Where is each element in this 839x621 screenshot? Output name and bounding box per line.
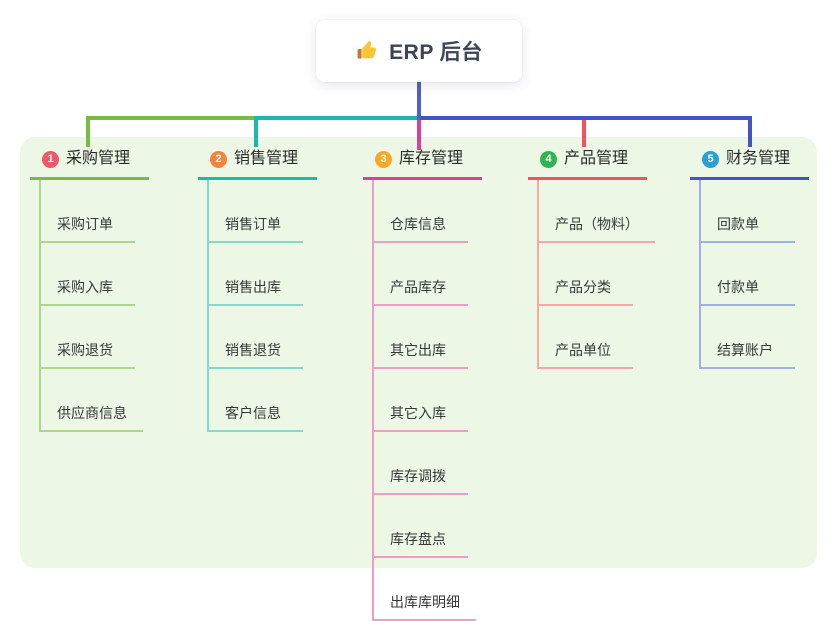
child-node[interactable]: 采购入库 [39, 243, 135, 306]
child-node[interactable]: 其它入库 [372, 369, 468, 432]
child-node[interactable]: 付款单 [699, 243, 795, 306]
branch-children: 产品（物料） 产品分类 产品单位 [537, 180, 655, 369]
branch-node-inventory[interactable]: 3 库存管理 [363, 147, 483, 180]
branch-children: 采购订单 采购入库 采购退货 供应商信息 [39, 180, 143, 432]
child-node[interactable]: 客户信息 [207, 369, 303, 432]
branch-node-sales[interactable]: 2 销售管理 [198, 147, 318, 180]
child-node[interactable]: 产品（物料） [537, 180, 655, 243]
branch-label: 采购管理 [66, 150, 131, 167]
branch-label: 产品管理 [564, 150, 629, 167]
mindmap-panel [20, 137, 817, 568]
root-node-label: ERP 后台 [389, 41, 483, 64]
branch-number-badge: 4 [540, 150, 557, 168]
branch-number-badge: 2 [210, 150, 227, 168]
child-node[interactable]: 产品单位 [537, 306, 633, 369]
branch-1-purchase: 1 采购管理 采购订单 采购入库 采购退货 供应商信息 [30, 147, 150, 432]
child-node[interactable]: 结算账户 [699, 306, 795, 369]
child-node[interactable]: 采购退货 [39, 306, 135, 369]
child-node[interactable]: 回款单 [699, 180, 795, 243]
thumbs-up-icon [357, 41, 377, 59]
branch-node-product[interactable]: 4 产品管理 [528, 147, 648, 180]
branch-label: 财务管理 [726, 150, 791, 167]
branch-5-finance: 5 财务管理 回款单 付款单 结算账户 [690, 147, 810, 369]
child-node[interactable]: 出库库明细 [372, 558, 476, 621]
branch-children: 仓库信息 产品库存 其它出库 其它入库 库存调拨 库存盘点 出库库明细 [372, 180, 476, 621]
child-node[interactable]: 产品库存 [372, 243, 468, 306]
root-node-erp[interactable]: ERP 后台 [316, 20, 522, 82]
branch-number-badge: 3 [375, 150, 392, 168]
branch-children: 回款单 付款单 结算账户 [699, 180, 795, 369]
child-node[interactable]: 仓库信息 [372, 180, 468, 243]
child-node[interactable]: 供应商信息 [39, 369, 143, 432]
branch-node-finance[interactable]: 5 财务管理 [690, 147, 810, 180]
branch-children: 销售订单 销售出库 销售退货 客户信息 [207, 180, 303, 432]
child-node[interactable]: 产品分类 [537, 243, 633, 306]
branch-number-badge: 1 [42, 150, 59, 168]
child-node[interactable]: 销售退货 [207, 306, 303, 369]
child-node[interactable]: 库存盘点 [372, 495, 468, 558]
branch-2-sales: 2 销售管理 销售订单 销售出库 销售退货 客户信息 [198, 147, 318, 432]
child-node[interactable]: 销售出库 [207, 243, 303, 306]
child-node[interactable]: 库存调拨 [372, 432, 468, 495]
branch-label: 销售管理 [234, 150, 299, 167]
branch-node-purchase[interactable]: 1 采购管理 [30, 147, 150, 180]
child-node[interactable]: 其它出库 [372, 306, 468, 369]
branch-number-badge: 5 [702, 150, 719, 168]
branch-label: 库存管理 [399, 150, 464, 167]
child-node[interactable]: 采购订单 [39, 180, 135, 243]
branch-3-inventory: 3 库存管理 仓库信息 产品库存 其它出库 其它入库 库存调拨 库存盘点 出库库… [363, 147, 483, 621]
branch-4-product: 4 产品管理 产品（物料） 产品分类 产品单位 [528, 147, 655, 369]
child-node[interactable]: 销售订单 [207, 180, 303, 243]
